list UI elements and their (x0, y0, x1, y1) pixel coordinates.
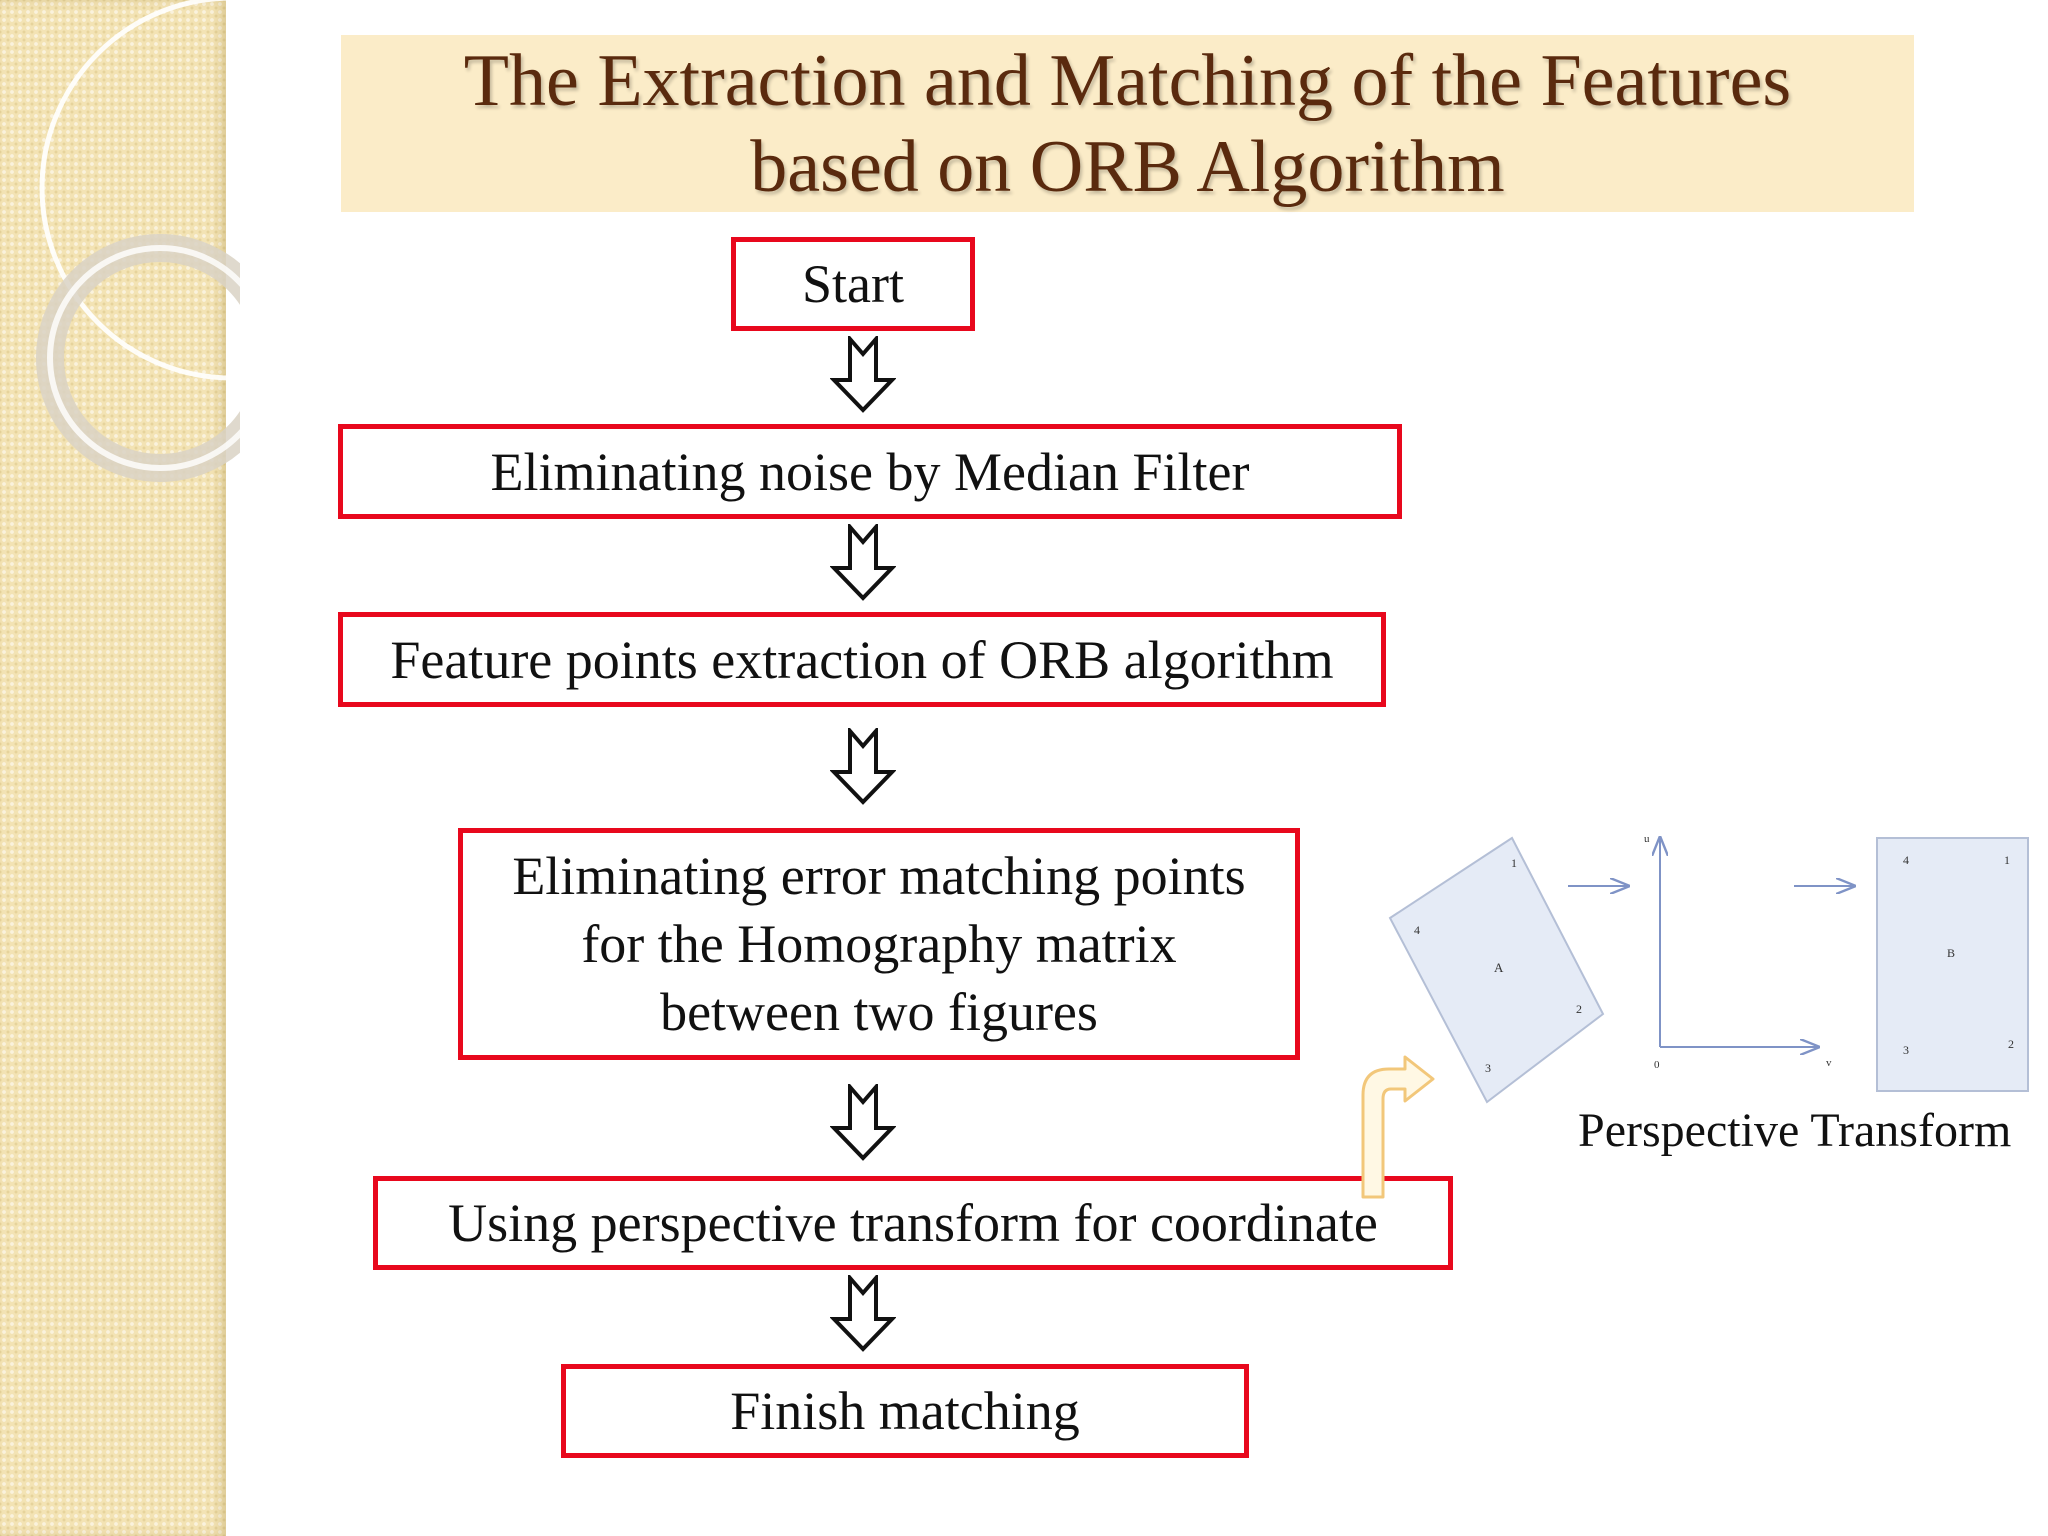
step-label: Start (802, 254, 904, 314)
corner-label: 1 (1511, 856, 1517, 870)
step-orb-extraction: Feature points extraction of ORB algorit… (338, 612, 1386, 707)
down-arrow-icon (830, 1275, 896, 1352)
shape-b-label: B (1947, 946, 1955, 960)
step-label-group: Eliminating error matching points for th… (512, 842, 1245, 1046)
down-arrow-icon (830, 524, 896, 601)
corner-label: 1 (2004, 853, 2010, 867)
step-label: Finish matching (730, 1381, 1080, 1441)
shape-a-label: A (1494, 960, 1504, 975)
axis-origin-label: 0 (1654, 1059, 1660, 1071)
shape-b (1876, 837, 2029, 1092)
corner-label: 3 (1903, 1043, 1909, 1057)
corner-label: 4 (1414, 923, 1420, 937)
step-label: Eliminating noise by Median Filter (490, 441, 1250, 502)
shape-a (1388, 836, 1605, 1104)
title-line-1: The Extraction and Matching of the Featu… (463, 39, 1792, 122)
step-label-line: Eliminating error matching points (512, 846, 1246, 906)
step-label: Using perspective transform for coordina… (448, 1193, 1378, 1253)
step-perspective-transform: Using perspective transform for coordina… (373, 1176, 1453, 1270)
down-arrow-icon (830, 1084, 896, 1161)
corner-label: 2 (1576, 1002, 1582, 1016)
corner-label: 4 (1903, 853, 1909, 867)
curved-arrow-icon (1361, 1055, 1435, 1199)
step-label: Feature points extraction of ORB algorit… (390, 629, 1334, 690)
step-finish: Finish matching (561, 1364, 1249, 1458)
figure-caption: Perspective Transform (1578, 1104, 2012, 1157)
slide-title: The Extraction and Matching of the Featu… (464, 38, 1791, 210)
step-label-line: between two figures (660, 982, 1098, 1042)
step-homography: Eliminating error matching points for th… (458, 828, 1300, 1060)
down-arrow-icon (830, 728, 896, 805)
axis-u-label: u (1644, 833, 1650, 845)
axis-v-label: v (1826, 1057, 1832, 1069)
corner-label: 3 (1485, 1061, 1491, 1075)
perspective-transform-figure: A 1 2 3 4 u v 0 B 1 2 3 4 (1388, 833, 2029, 1104)
step-start: Start (731, 237, 975, 331)
title-band: The Extraction and Matching of the Featu… (341, 35, 1914, 212)
down-arrow-icon (830, 336, 896, 413)
decorative-rings (36, 0, 240, 482)
title-line-2: based on ORB Algorithm (750, 125, 1505, 208)
step-median-filter: Eliminating noise by Median Filter (338, 424, 1402, 519)
step-label-line: for the Homography matrix (581, 914, 1177, 974)
corner-label: 2 (2008, 1037, 2014, 1051)
